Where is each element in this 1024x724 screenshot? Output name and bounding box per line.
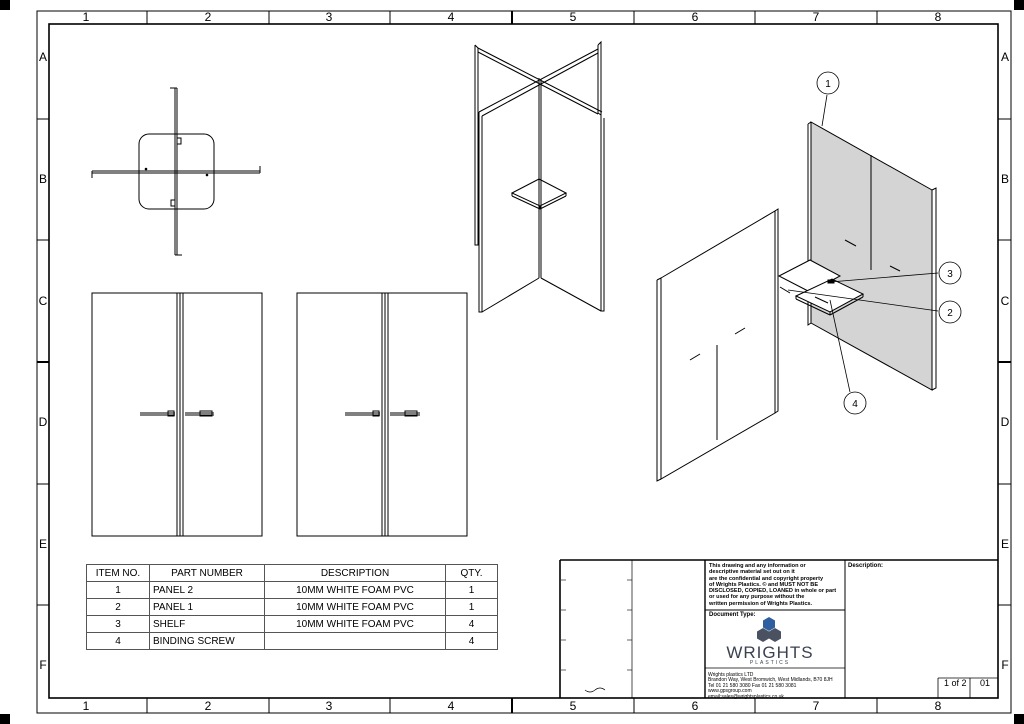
row-label: C [1001,294,1010,308]
table-row: 1 PANEL 2 10MM WHITE FOAM PVC 1 [86,581,498,599]
zone-labels-bottom: 1 2 3 4 5 6 7 8 [83,699,942,713]
address-line: Wrights plastics LTD [708,672,754,678]
bom-qty: 4 [445,615,498,633]
company-logo-wordmark: WRIGHTS [726,643,814,662]
wrights-logo-icon [757,617,781,642]
bom-part-number: BINDING SCREW [149,632,265,650]
balloon-3 [938,261,962,285]
side-view [296,292,468,537]
balloon-4-label: 4 [852,399,858,410]
col-label: 1 [83,699,90,713]
company-logo-subtitle: PLASTICS [749,660,791,666]
notice-line: written permission of Wrights Plastics. [709,600,813,607]
company-address: Wrights plastics LTD Brandon Way, West B… [708,672,848,700]
bom-item-no: 2 [86,598,150,616]
table-row: 2 PANEL 1 10MM WHITE FOAM PVC 1 [86,598,498,616]
panel-1 [660,210,776,480]
balloon-2 [938,300,962,324]
notice-line: or used for any purpose without the [709,594,805,601]
col-label: 3 [326,10,333,24]
zone-labels-top: 1 2 3 4 5 6 7 8 [83,10,942,24]
bom-header-item: ITEM NO. [86,564,150,582]
row-label: F [39,658,46,672]
bom-header-description: DESCRIPTION [264,564,446,582]
balloon-callouts [787,71,962,415]
row-label: D [39,415,48,429]
row-label: E [1001,537,1009,551]
bom-description: 10MM WHITE FOAM PVC [264,581,446,599]
row-label: B [39,172,47,186]
bom-part-number: PANEL 2 [149,581,265,599]
row-label: B [1001,172,1009,186]
col-label: 6 [692,10,699,24]
bom-item-no: 3 [86,615,150,633]
col-label: 4 [448,10,455,24]
bom-header-part: PART NUMBER [149,564,265,582]
col-label: 1 [83,10,90,24]
isometric-assembly-view [474,40,605,313]
table-row: 4 BINDING SCREW 4 [86,632,498,650]
bill-of-materials-table: ITEM NO. PART NUMBER DESCRIPTION QTY. 1 … [86,564,498,650]
title-block-frame [559,559,999,698]
balloon-1 [816,71,840,95]
col-label: 2 [205,10,212,24]
bom-header-qty: QTY. [445,564,498,582]
row-label: E [39,537,47,551]
zone-labels-right: A B C D E F [1001,50,1010,672]
col-label: 4 [448,699,455,713]
col-label: 3 [326,699,333,713]
document-type-label: Document Type: [709,612,756,618]
bom-header-row: ITEM NO. PART NUMBER DESCRIPTION QTY. [86,564,498,582]
bom-description: 10MM WHITE FOAM PVC [264,615,446,633]
row-label: C [39,294,48,308]
notice-line: descriptive material set out on it [709,569,795,576]
bom-qty: 4 [445,632,498,650]
col-label: 5 [570,10,577,24]
exploded-view [656,121,937,482]
bom-description: 10MM WHITE FOAM PVC [264,598,446,616]
address-line: Brandon Way, West Bromwich, West Midland… [708,677,833,684]
notice-line: DISCLOSED, COPIED, LOANED in whole or pa… [709,588,837,595]
zone-labels-left: A B C D E F [39,50,48,672]
balloon-4 [843,391,867,415]
col-label: 8 [935,10,942,24]
row-label: D [1001,415,1010,429]
bom-part-number: SHELF [149,615,265,633]
top-view [91,87,261,256]
bom-part-number: PANEL 1 [149,598,265,616]
confidentiality-notice: This drawing and any information or desc… [709,563,841,607]
col-label: 5 [570,699,577,713]
col-label: 7 [813,10,820,24]
balloon-3-label: 3 [947,269,953,280]
bom-qty: 1 [445,581,498,599]
balloon-1-label: 1 [825,79,831,90]
bom-description [264,632,446,650]
address-line: email:sales@wrightsplastics.co.uk [708,693,784,700]
revision-number: 01 [980,678,991,688]
balloon-labels: 1 2 3 4 [825,79,953,410]
table-row: 3 SHELF 10MM WHITE FOAM PVC 4 [86,615,498,633]
description-label: Description: [848,563,884,569]
row-label: A [39,50,47,64]
address-line: Tel 01 21 580 3080 Fax 01 21 580 3081 [708,682,797,689]
address-line: www.gpsgroup.com [708,688,752,695]
bom-item-no: 1 [86,581,150,599]
notice-line: This drawing and any information or [709,563,806,569]
col-label: 8 [935,699,942,713]
col-label: 2 [205,699,212,713]
row-label: F [1001,658,1008,672]
balloon-2-label: 2 [947,308,953,319]
front-view [91,292,263,537]
sheet-number: 1 of 2 [944,678,967,688]
col-label: 7 [813,699,820,713]
col-label: 6 [692,699,699,713]
notice-line: are the confidential and copyright prope… [709,575,824,582]
bom-item-no: 4 [86,632,150,650]
bom-qty: 1 [445,598,498,616]
notice-line: of Wrights Plastics. © and MUST NOT BE [709,581,819,588]
zone-ticks [37,11,1011,713]
row-label: A [1001,50,1009,64]
